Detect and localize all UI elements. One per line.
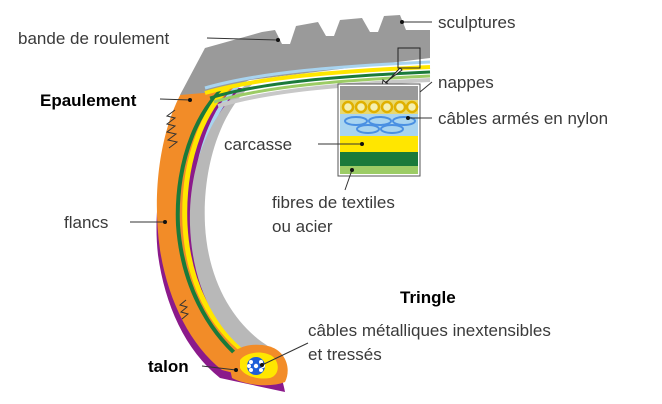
label-cables-armes: câbles armés en nylon <box>438 109 608 128</box>
leader-talon <box>201 365 237 371</box>
label-tringle: Tringle <box>400 288 456 307</box>
leader-fibres <box>344 169 353 191</box>
label-nappes: nappes <box>438 73 494 92</box>
leader-bande <box>206 37 279 41</box>
inset-gray-layer <box>340 86 418 100</box>
labels: sculptures bande de roulement nappes Epa… <box>18 13 608 376</box>
tread-green-stripe <box>209 70 431 100</box>
leader-epaulement <box>159 98 191 101</box>
sidewall-gray-inner <box>189 80 281 372</box>
tread-band <box>180 15 430 95</box>
tread-lightgreen-stripe <box>213 74 431 104</box>
leader-lines <box>130 20 433 372</box>
label-cables-metal-line1: câbles métalliques inextensibles <box>308 321 551 340</box>
inset-gold-cables <box>341 100 419 114</box>
lower-serrations <box>178 299 190 320</box>
label-fibres-line2: ou acier <box>272 217 333 236</box>
inset-yellow-layer <box>340 136 418 152</box>
shoulder-serrations <box>165 109 179 149</box>
label-fibres-line1: fibres de textiles <box>272 193 395 212</box>
tread-gray-inner <box>217 78 431 108</box>
label-carcasse: carcasse <box>224 135 292 154</box>
inset-lightgreen-layer <box>340 166 418 174</box>
label-epaulement: Epaulement <box>40 91 137 110</box>
inset-blue-cables <box>344 116 416 134</box>
carcass-green-outer <box>175 78 242 360</box>
label-talon: talon <box>148 357 189 376</box>
leader-nappes <box>419 81 433 93</box>
tire-section <box>156 15 431 392</box>
carcass-yellow-flank <box>182 75 247 354</box>
label-bande-de-roulement: bande de roulement <box>18 29 170 48</box>
tread-lightblue-stripe <box>204 60 431 90</box>
layer-detail-inset <box>337 83 421 177</box>
label-cables-metal-line2: et tressés <box>308 345 382 364</box>
label-flancs: flancs <box>64 213 108 232</box>
inset-green-layer <box>340 152 418 166</box>
leader-cables-metal <box>261 342 309 366</box>
tread-yellow-stripe <box>204 65 431 95</box>
label-sculptures: sculptures <box>438 13 515 32</box>
zoom-marker-box <box>397 47 421 69</box>
